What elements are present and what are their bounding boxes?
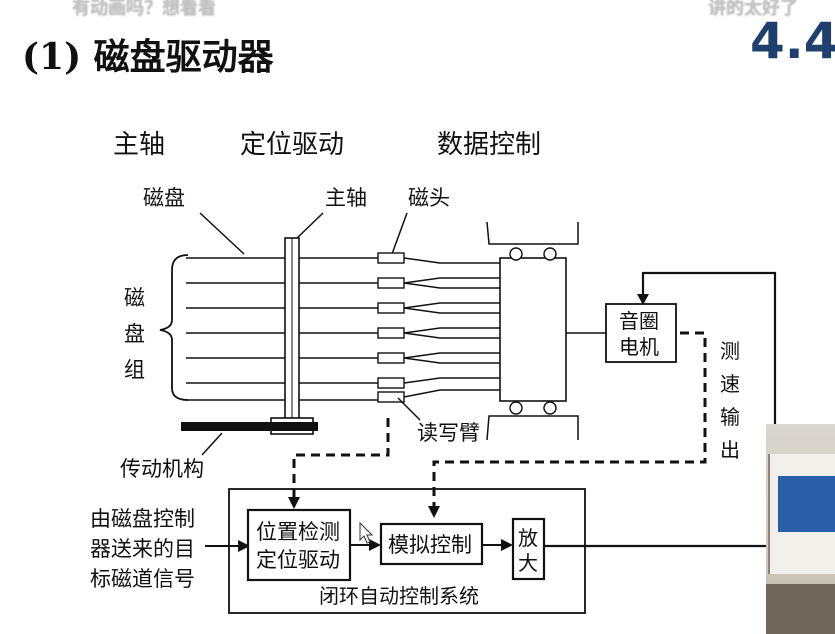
slide-title: (1) 磁盘驱动器 bbox=[22, 36, 274, 78]
label-amplifier-2: 大 bbox=[518, 551, 538, 575]
transmission-leader-line bbox=[201, 432, 223, 456]
label-analog-control: 模拟控制 bbox=[388, 533, 472, 557]
label-amplifier-1: 放 bbox=[518, 526, 538, 550]
disk-group-brace bbox=[159, 254, 189, 401]
disk-leader-line bbox=[199, 212, 245, 255]
dashed-arrow-head-position bbox=[288, 497, 300, 509]
input-arrow-head bbox=[238, 540, 250, 552]
label-closed-loop: 闭环自动控制系统 bbox=[319, 584, 479, 608]
camera-blue-board bbox=[778, 476, 835, 532]
carriage bbox=[499, 257, 567, 402]
label-disk-group-3: 组 bbox=[124, 358, 145, 382]
header-data-control: 数据控制 bbox=[437, 130, 541, 160]
rail-top bbox=[486, 221, 579, 245]
label-speed-output-3: 输 bbox=[720, 405, 740, 429]
label-disk-group-2: 盘 bbox=[124, 322, 145, 346]
label-speed-output-1: 测 bbox=[720, 339, 740, 363]
section-number: 4.4 bbox=[750, 12, 835, 70]
label-voice-coil-1: 音圈 bbox=[619, 309, 659, 333]
rw-arm-leader-line bbox=[397, 397, 421, 421]
header-spindle: 主轴 bbox=[113, 130, 165, 160]
carriage-rollers bbox=[509, 247, 557, 415]
transmission-bar bbox=[181, 422, 318, 431]
voice-coil-motor-box bbox=[605, 303, 677, 363]
head-leader-line bbox=[391, 212, 408, 255]
danmaku-comment-right: 讲的太好了 bbox=[708, 0, 798, 19]
label-head: 磁头 bbox=[408, 186, 450, 210]
danmaku-comment-left: 有动画吗？想看看 bbox=[72, 0, 216, 19]
label-position-block-2: 定位驱动 bbox=[256, 548, 340, 572]
header-positioning-drive: 定位驱动 bbox=[240, 130, 344, 160]
label-rw-arm: 读写臂 bbox=[417, 421, 480, 445]
heads bbox=[377, 252, 405, 403]
motor-drive-line bbox=[641, 271, 777, 546]
mouse-cursor-icon bbox=[359, 521, 374, 544]
label-input-signal-1: 由磁盘控制 bbox=[90, 507, 195, 531]
read-write-arms bbox=[403, 257, 500, 398]
position-detect-block bbox=[246, 508, 352, 582]
camera-desk bbox=[766, 584, 835, 634]
label-speed-output-2: 速 bbox=[720, 372, 740, 396]
label-spindle: 主轴 bbox=[325, 186, 367, 210]
label-input-signal-3: 标磁道信号 bbox=[90, 567, 195, 591]
motor-drive-arrow bbox=[637, 294, 649, 305]
dashed-feedback-lines bbox=[292, 331, 707, 514]
analog-to-amp-arrow bbox=[501, 539, 513, 551]
rail-bottom bbox=[486, 415, 579, 441]
label-voice-coil-2: 电机 bbox=[619, 335, 659, 359]
dashed-arrow-head-analog bbox=[428, 506, 440, 518]
presenter-camera-overlay bbox=[766, 424, 835, 634]
label-input-signal-2: 器送来的目 bbox=[90, 537, 195, 561]
amplifier-block bbox=[511, 517, 546, 581]
position-to-analog-arrow bbox=[369, 539, 381, 551]
label-transmission: 传动机构 bbox=[120, 457, 204, 481]
label-disk: 磁盘 bbox=[143, 186, 185, 210]
spindle-leader-line bbox=[294, 212, 324, 241]
closed-loop-box bbox=[228, 488, 586, 614]
platters bbox=[186, 257, 378, 401]
label-position-block-1: 位置检测 bbox=[256, 520, 340, 544]
label-disk-group-1: 磁 bbox=[124, 286, 145, 310]
label-speed-output-4: 出 bbox=[720, 438, 740, 462]
